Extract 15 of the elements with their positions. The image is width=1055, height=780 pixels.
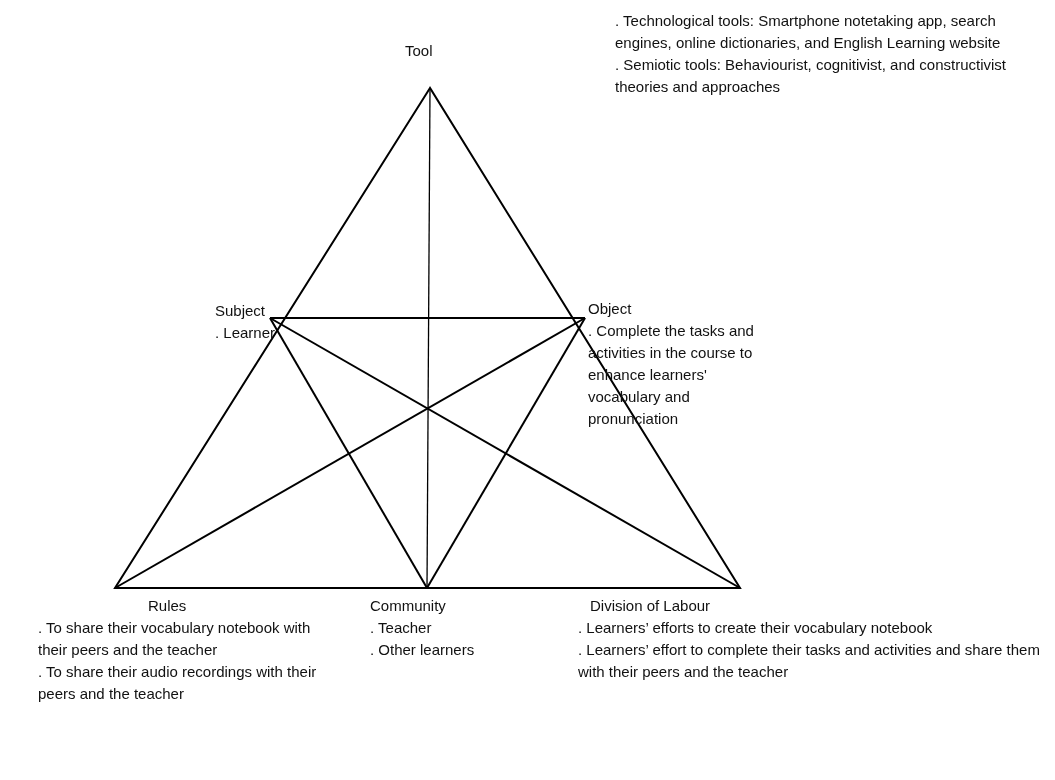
vertex-description: . Other learners	[370, 640, 476, 660]
note-text: . Semiotic tools: Behaviourist, cognitivist, and constructivist theories and approaches	[615, 55, 1007, 97]
vertex-label: Community	[370, 596, 446, 616]
vertex-label: Rules	[147, 596, 187, 616]
vertex-description: . Learners’ effort to complete their tasks and activities and share them with their peers and the teacher	[578, 640, 1041, 682]
vertex-description: . To share their vocabulary notebook with their peers and the teacher	[38, 618, 312, 660]
vertex-description: . Learner	[215, 323, 277, 343]
vertex-description: . Learners’ efforts to create their vocabulary notebook	[578, 618, 934, 638]
vertex-label: Division of Labour	[589, 596, 711, 616]
vertex-description: . To share their audio recordings with their peers and the teacher	[38, 662, 318, 704]
vertex-label: Tool	[405, 41, 433, 61]
vertex-label: Subject	[215, 301, 266, 321]
note-text: . Technological tools: Smartphone notetaking app, search engines, online dictionaries, and English Learning website	[615, 11, 1002, 53]
vertex-description: . Teacher	[370, 618, 433, 638]
vertex-label: Object	[588, 299, 632, 319]
